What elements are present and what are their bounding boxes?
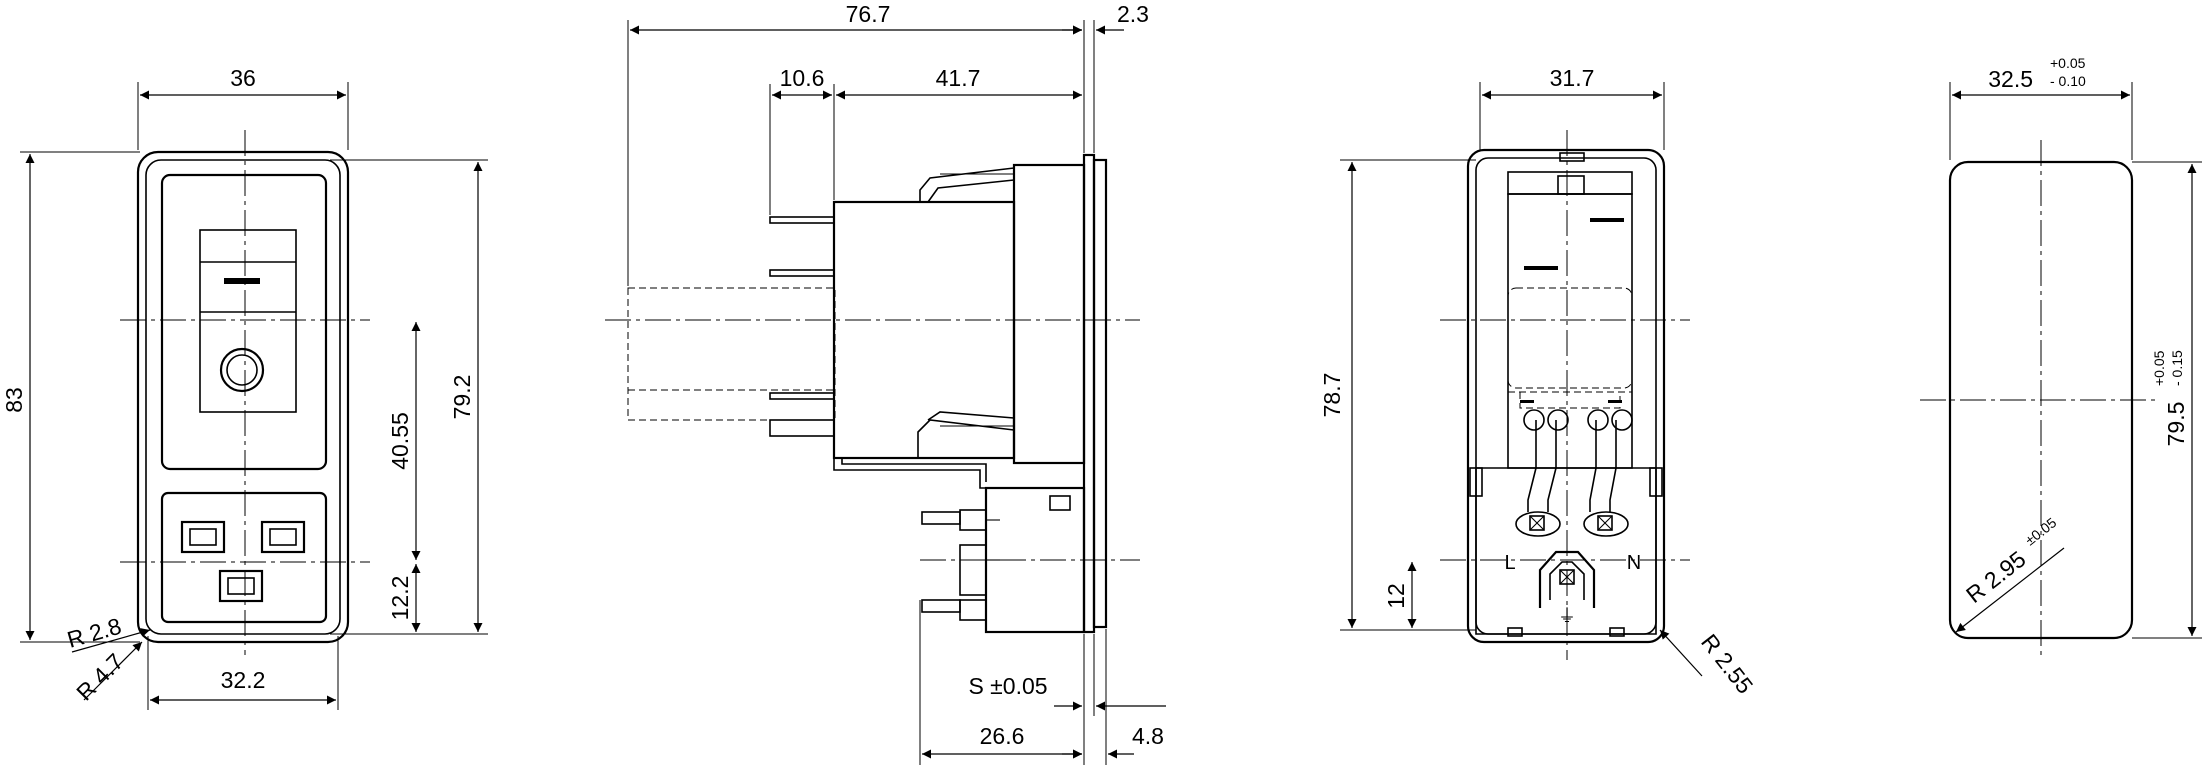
- side-dimensions: 76.7 2.3 10.6 41.7 S ±0.05 26.6 4.8: [627, 1, 1166, 765]
- dim-rear-radius: R 2.55: [1696, 629, 1758, 698]
- dim-front-bottom-offset: 12.2: [387, 576, 413, 621]
- dim-side-panel-depth: 26.6: [980, 723, 1025, 749]
- dim-cutout-radius: R 2.95: [1961, 546, 2030, 608]
- rear-dimensions: 31.7 78.7 12 R 2.55: [1319, 65, 1758, 698]
- dim-cutout-height-tol-plus: +0.05: [2151, 350, 2167, 386]
- rear-ground-symbol: ⏚: [1558, 606, 1576, 626]
- dim-front-width-outer: 36: [230, 65, 256, 91]
- dim-side-panel-thickness: 4.8: [1132, 723, 1164, 749]
- dim-side-body-length: 41.7: [936, 65, 981, 91]
- dim-rear-width: 31.7: [1550, 65, 1595, 91]
- dim-side-s-tolerance: S ±0.05: [968, 673, 1047, 699]
- dim-front-radius-inner: R 2.8: [64, 613, 124, 653]
- dim-front-radius-outer: R 4.7: [71, 648, 128, 705]
- dim-front-height-inner: 79.2: [449, 375, 475, 420]
- dim-side-length-total: 76.7: [846, 1, 891, 27]
- dim-cutout-width-tol-plus: +0.05: [2050, 55, 2086, 71]
- dim-rear-bottom-offset: 12: [1383, 583, 1409, 609]
- dim-cutout-height: 79.5: [2163, 402, 2189, 447]
- dim-front-height-outer: 83: [1, 387, 27, 413]
- dim-side-flange: 2.3: [1117, 1, 1149, 27]
- dim-cutout-width: 32.5: [1988, 66, 2033, 92]
- dim-cutout-height-tol-minus: - 0.15: [2169, 350, 2185, 386]
- panel-cutout: [1920, 140, 2160, 660]
- dim-front-axis-height: 40.55: [387, 412, 413, 470]
- dim-cutout-width-tol-minus: - 0.10: [2050, 73, 2086, 89]
- dim-front-width-inner: 32.2: [221, 667, 266, 693]
- rear-terminal-l: L: [1504, 552, 1515, 574]
- dim-rear-height: 78.7: [1319, 373, 1345, 418]
- cutout-dimensions: 32.5 +0.05 - 0.10 79.5 +0.05 - 0.15 R 2.…: [1949, 55, 2202, 639]
- rear-terminal-n: N: [1627, 552, 1641, 574]
- rear-view: L N ⏚: [1440, 130, 1690, 660]
- front-view: [120, 130, 370, 655]
- side-view: [605, 153, 1140, 634]
- dim-side-pin-offset: 10.6: [780, 65, 825, 91]
